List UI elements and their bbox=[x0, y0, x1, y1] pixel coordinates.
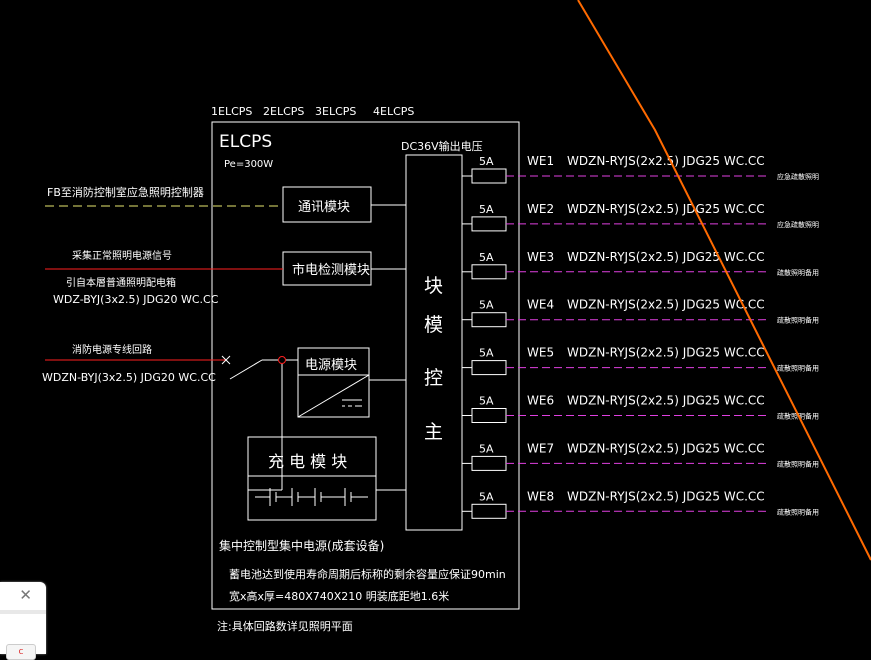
footer-line-2: 蓄电池达到使用寿命周期后标称的剩余容量应保证90min bbox=[229, 567, 506, 581]
circuit-dest-8: 疏散照明备用 bbox=[777, 507, 819, 516]
footer-note: 注:具体回路数详见照明平面 bbox=[217, 619, 353, 633]
circuit-dest-1: 应急疏散照明 bbox=[777, 172, 819, 181]
charge-module bbox=[247, 436, 377, 521]
panel-header-3: 3ELCPS bbox=[315, 105, 356, 118]
panel-header-4: 4ELCPS bbox=[373, 105, 414, 118]
power-module bbox=[297, 347, 370, 418]
fuse-8 bbox=[471, 503, 507, 519]
footer-line-1: 集中控制型集中电源(成套设备) bbox=[219, 538, 384, 553]
fuse-label-5: 5A bbox=[479, 347, 494, 360]
cabinet-title: ELCPS bbox=[219, 132, 272, 152]
fuse-label-7: 5A bbox=[479, 442, 494, 455]
circuit-dest-5: 疏散照明备用 bbox=[777, 364, 819, 373]
circuit-spec-2: WDZN-RYJS(2x2.5) JDG25 WC.CC bbox=[567, 202, 765, 216]
switch-node bbox=[278, 356, 286, 364]
fuse-6 bbox=[471, 408, 507, 423]
orange-polyline bbox=[577, 0, 871, 561]
circuit-id-4: WE4 bbox=[527, 298, 554, 312]
dc-output-label: DC36V输出电压 bbox=[401, 139, 483, 153]
battery-symbol bbox=[255, 488, 368, 506]
main-control-char-1: 主 bbox=[424, 421, 443, 443]
fuse-label-8: 5A bbox=[479, 490, 494, 503]
panel-header-1: 1ELCPS bbox=[211, 105, 252, 118]
cable-spec-1: WDZ-BYJ(3x2.5) JDG20 WC.CC bbox=[53, 293, 219, 306]
fuse-label-4: 5A bbox=[479, 299, 494, 312]
circuit-spec-6: WDZN-RYJS(2x2.5) JDG25 WC.CC bbox=[567, 394, 765, 408]
cable-label-1: 引自本層普通照明配电箱 bbox=[66, 276, 176, 289]
circuit-dest-2: 应急疏散照明 bbox=[777, 220, 819, 229]
fuse-label-1: 5A bbox=[479, 155, 494, 168]
charge-module-label: 充 电 模 块 bbox=[268, 452, 347, 471]
fire-label: 消防电源专线回路 bbox=[72, 343, 152, 356]
circuit-dest-3: 疏散照明备用 bbox=[777, 268, 819, 277]
circuit-spec-5: WDZN-RYJS(2x2.5) JDG25 WC.CC bbox=[567, 346, 765, 360]
circuit-id-3: WE3 bbox=[527, 250, 554, 264]
main-control-char-4: 块 bbox=[424, 275, 443, 297]
fb-label: FB至消防控制室应急照明控制器 bbox=[47, 185, 204, 199]
circuit-spec-7: WDZN-RYJS(2x2.5) JDG25 WC.CC bbox=[567, 441, 765, 455]
circuit-spec-1: WDZN-RYJS(2x2.5) JDG25 WC.CC bbox=[567, 154, 765, 168]
main-control-char-2: 控 bbox=[424, 367, 443, 389]
circuit-dest-4: 疏散照明备用 bbox=[777, 316, 819, 325]
signal-label: 采集正常照明电源信号 bbox=[72, 249, 172, 262]
fuse-4 bbox=[471, 312, 507, 328]
circuit-spec-4: WDZN-RYJS(2x2.5) JDG25 WC.CC bbox=[567, 298, 765, 312]
main-control-char-3: 模 bbox=[424, 314, 443, 336]
switch-blade bbox=[229, 359, 263, 380]
fuse-7 bbox=[471, 455, 507, 471]
comm-module-label: 通讯模块 bbox=[298, 200, 350, 215]
power-module-diagonal bbox=[297, 374, 370, 418]
fuse-5 bbox=[471, 360, 507, 376]
circuit-id-8: WE8 bbox=[527, 489, 554, 503]
popup-chip[interactable]: c bbox=[6, 644, 36, 660]
popup-divider bbox=[0, 610, 46, 614]
cable-spec-2: WDZN-BYJ(3x2.5) JDG20 WC.CC bbox=[42, 371, 216, 384]
fuse-label-3: 5A bbox=[479, 251, 494, 264]
circuit-id-5: WE5 bbox=[527, 346, 554, 360]
circuit-spec-3: WDZN-RYJS(2x2.5) JDG25 WC.CC bbox=[567, 250, 765, 264]
circuit-id-6: WE6 bbox=[527, 394, 554, 408]
circuit-spec-8: WDZN-RYJS(2x2.5) JDG25 WC.CC bbox=[567, 489, 765, 503]
panel-header-2: 2ELCPS bbox=[263, 105, 304, 118]
power-rating: Pe=300W bbox=[224, 159, 273, 170]
circuit-id-1: WE1 bbox=[527, 154, 554, 168]
close-icon[interactable]: ✕ bbox=[19, 586, 32, 604]
mains-detect-label: 市电检测模块 bbox=[292, 262, 370, 278]
fuse-2 bbox=[471, 216, 507, 232]
circuit-id-7: WE7 bbox=[527, 441, 554, 455]
fuse-1 bbox=[471, 168, 507, 184]
floating-popup[interactable]: ✕ c bbox=[0, 582, 46, 660]
fuse-label-2: 5A bbox=[479, 203, 494, 216]
circuit-dest-7: 疏散照明备用 bbox=[777, 459, 819, 468]
fuse-3 bbox=[471, 264, 507, 280]
main-control-module bbox=[405, 154, 463, 531]
power-module-label: 电源模块 bbox=[305, 358, 357, 373]
fuse-label-6: 5A bbox=[479, 395, 494, 408]
cabinet-outline bbox=[211, 121, 520, 610]
circuit-id-2: WE2 bbox=[527, 202, 554, 216]
footer-line-3: 宽x高x厚=480X740X210 明装底距地1.6米 bbox=[229, 589, 449, 603]
